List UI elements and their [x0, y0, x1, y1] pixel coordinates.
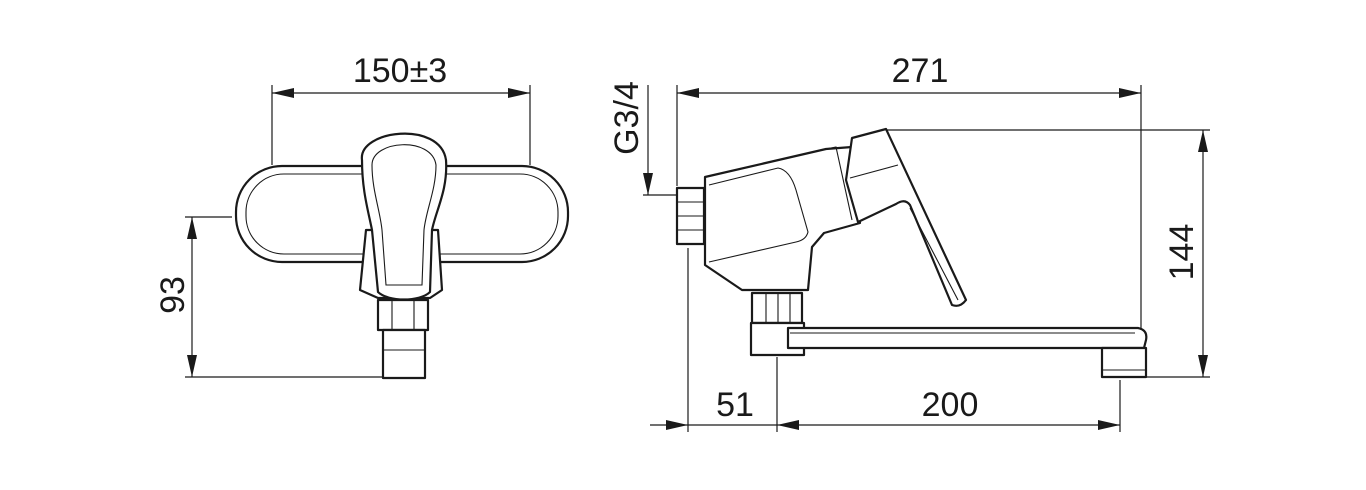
- height-dimension-label: 93: [154, 276, 192, 314]
- width-dimension-label: 150±3: [353, 52, 447, 90]
- cartridge: [750, 291, 804, 325]
- mixer-body: [703, 145, 862, 292]
- overall-length-label: 271: [892, 52, 949, 90]
- spout-reach-label: 200: [922, 386, 979, 424]
- aerator: [1100, 346, 1148, 379]
- front-view: [234, 132, 570, 380]
- side-dimensions: 271 G3/4 144 51 200: [608, 52, 1210, 432]
- lever-handle: [844, 127, 968, 307]
- spout: [786, 326, 1148, 350]
- overall-height-label: 144: [1163, 224, 1201, 281]
- front-dimensions: 150±3 93: [154, 52, 531, 378]
- cartridge: [376, 298, 430, 332]
- wall-to-spout-label: 51: [716, 386, 754, 424]
- thread-size-label: G3/4: [608, 81, 646, 155]
- spout-tip: [381, 328, 427, 380]
- lever-handle: [360, 132, 448, 301]
- side-view: [675, 127, 1148, 379]
